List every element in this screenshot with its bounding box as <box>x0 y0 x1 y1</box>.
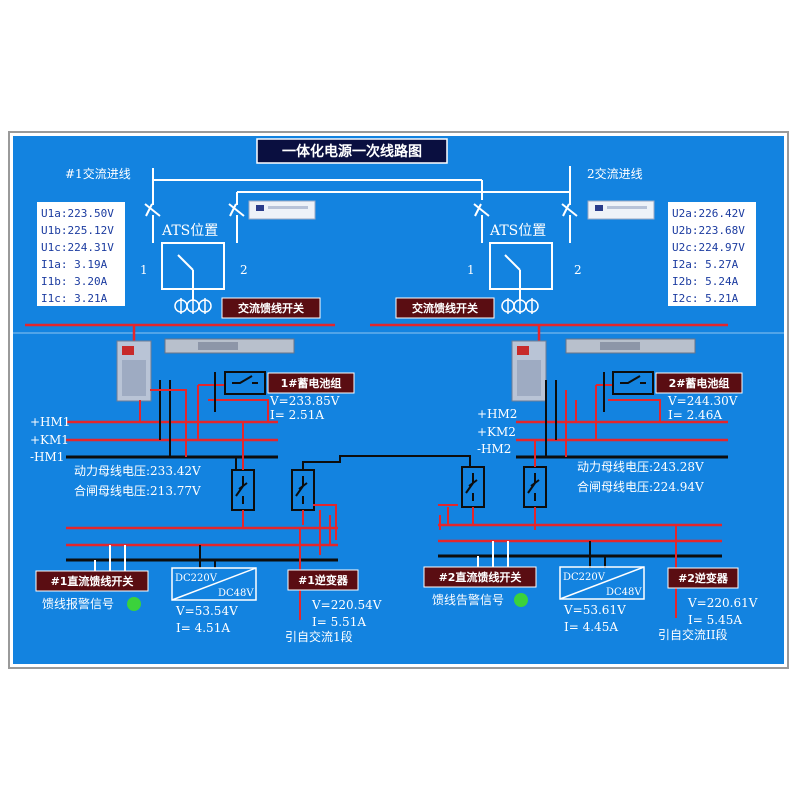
ats-label-left: ATS位置 <box>161 223 218 239</box>
inverter-voltage-left: V=220.54V <box>311 598 382 612</box>
battery-current-left: I= 2.51A <box>270 408 324 422</box>
output-bus-left <box>66 526 338 562</box>
ac-feed-label-right: 2交流进线 <box>587 166 643 181</box>
dcdc-converter-left <box>171 567 257 601</box>
closing-bus-voltage-right: 合闸母线电压:224.94V <box>577 479 704 494</box>
feeder-alarm-label-left: 馈线报警信号 <box>42 596 114 611</box>
battery-voltage-left: V=233.85V <box>269 394 340 408</box>
bus-label-hm2-minus: -HM2 <box>477 442 511 456</box>
inverter-current-left: I= 5.51A <box>312 615 366 629</box>
closing-bus-voltage-left: 合闸母线电压:213.77V <box>74 483 201 498</box>
dcdc-output-right: DC48V <box>606 587 642 598</box>
ats-pos1-right: 1 <box>467 263 475 277</box>
readings-panel-right <box>668 202 756 306</box>
charger-cabinet-left <box>116 340 152 402</box>
readings-right: U2a:226.42V U2b:223.68V U2c:224.97V I2a:… <box>672 207 745 305</box>
output-drops <box>94 525 677 620</box>
feeder-alarm-indicator-left <box>127 597 141 611</box>
battery-switch-right[interactable] <box>612 371 654 395</box>
battery-voltage-right: V=244.30V <box>667 394 738 408</box>
ac-feeder-switch-left-label: 交流馈线开关 <box>238 301 304 315</box>
switch-connections <box>235 422 536 555</box>
battery-label-right: 2#蓄电池组 <box>669 376 730 390</box>
dcdc-current-right: I= 4.45A <box>564 620 618 634</box>
rectifier-module-left <box>164 338 295 354</box>
fuse-group-left <box>174 298 212 314</box>
reading-i1a: I1a: 3.19A <box>41 258 108 271</box>
battery-badge-left[interactable] <box>267 372 355 394</box>
bus-label-hm2-plus: +HM2 <box>477 407 517 421</box>
feeder-alarm-label-right: 馈线告警信号 <box>432 592 504 607</box>
page-title: 一体化电源一次线路图 <box>282 143 422 160</box>
ac-lines <box>152 166 571 300</box>
bus-label-km2-plus: +KM2 <box>477 425 516 439</box>
reading-i2b: I2b: 5.24A <box>672 275 739 288</box>
ats-pos2-left: 2 <box>240 263 248 277</box>
reading-u2a: U2a:226.42V <box>672 207 745 220</box>
dc-feeder-switch-left[interactable] <box>35 570 149 592</box>
inverter-badge-right[interactable] <box>667 567 739 589</box>
inverter-label-left: #1逆变器 <box>298 573 349 587</box>
title-box <box>256 138 448 164</box>
ats-pos2-right: 2 <box>574 263 582 277</box>
ats-controller-left <box>248 200 316 220</box>
battery-badge-right[interactable] <box>655 372 743 394</box>
fuse-group-right <box>501 298 539 314</box>
ats-switch-marks <box>144 203 578 217</box>
reading-u2c: U2c:224.97V <box>672 241 745 254</box>
reading-u1c: U1c:224.31V <box>41 241 114 254</box>
reading-u1a: U1a:223.50V <box>41 207 114 220</box>
output-bus-right <box>438 523 722 558</box>
dcdc-input-right: DC220V <box>563 572 606 583</box>
dcdc-current-left: I= 4.51A <box>176 621 230 635</box>
inverter-current-right: I= 5.45A <box>688 613 742 627</box>
bus-label-hm1-minus: -HM1 <box>30 450 64 464</box>
inverter-label-right: #2逆变器 <box>678 571 729 585</box>
ats-label-right: ATS位置 <box>489 223 546 239</box>
dc-feeders <box>139 372 661 457</box>
battery-label-left: 1#蓄电池组 <box>281 376 342 390</box>
source-label-right: 引自交流II段 <box>658 627 727 642</box>
ac-feeder-switch-right[interactable] <box>395 297 495 319</box>
power-bus-voltage-left: 动力母线电压:233.42V <box>74 464 201 478</box>
charger-cabinet-right <box>511 340 547 402</box>
dc-feeder-switch-right-label: #2直流馈线开关 <box>439 570 522 584</box>
reading-i2c: I2c: 5.21A <box>672 292 739 305</box>
reading-i1b: I1b: 3.20A <box>41 275 108 288</box>
dcdc-output-left: DC48V <box>218 588 254 599</box>
bus-label-km1-plus: +KM1 <box>30 433 69 447</box>
battery-switch-left[interactable] <box>224 371 266 395</box>
power-bus-voltage-right: 动力母线电压:243.28V <box>577 460 704 474</box>
dc-bus-right <box>516 420 728 459</box>
reading-u2b: U2b:223.68V <box>672 224 745 237</box>
rectifier-module-right <box>565 338 696 354</box>
reading-i2a: I2a: 5.27A <box>672 258 739 271</box>
dcdc-converter-right <box>559 566 645 600</box>
dcdc-voltage-right: V=53.61V <box>563 603 626 617</box>
dcdc-input-left: DC220V <box>175 573 218 584</box>
battery-current-right: I= 2.46A <box>668 408 722 422</box>
inverter-badge-left[interactable] <box>287 569 359 591</box>
reading-u1b: U1b:225.12V <box>41 224 114 237</box>
dc-feeder-switch-right[interactable] <box>423 566 537 588</box>
ats-controller-right <box>587 200 655 220</box>
ac-feeder-switch-left[interactable] <box>221 297 321 319</box>
bus-label-hm1-plus: +HM1 <box>30 415 70 429</box>
reading-i1c: I1c: 3.21A <box>41 292 108 305</box>
dc-feeder-switch-left-label: #1直流馈线开关 <box>51 574 134 588</box>
feeder-alarm-indicator-right <box>514 593 528 607</box>
readings-left: U1a:223.50V U1b:225.12V U1c:224.31V I1a:… <box>41 207 114 305</box>
source-label-left: 引自交流1段 <box>285 629 353 644</box>
ac-feed-label-left: #1交流进线 <box>65 166 131 181</box>
ac-feeder-switch-right-label: 交流馈线开关 <box>412 301 478 315</box>
readings-panel-left <box>37 202 125 306</box>
ats-pos1-left: 1 <box>140 263 148 277</box>
dcdc-voltage-left: V=53.54V <box>175 604 238 618</box>
inverter-voltage-right: V=220.61V <box>687 596 758 610</box>
